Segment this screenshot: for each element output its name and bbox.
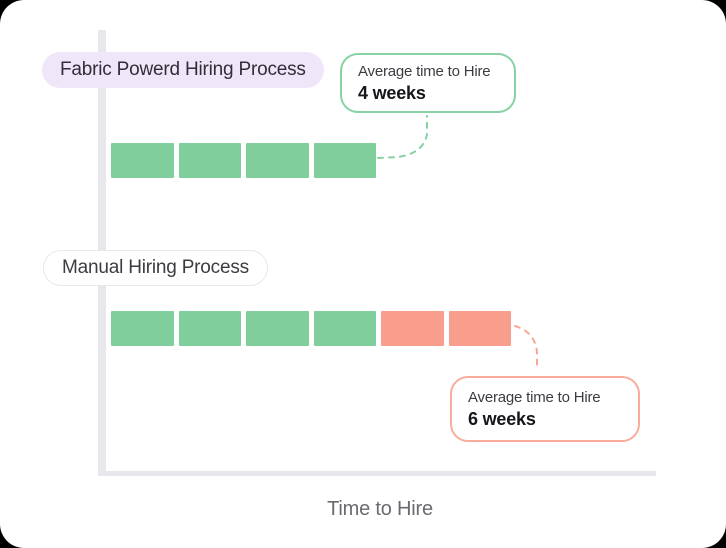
- manual-process-label: Manual Hiring Process: [62, 257, 249, 278]
- x-axis-line: [98, 471, 656, 476]
- fabric-process-label: Fabric Powerd Hiring Process: [60, 59, 306, 80]
- callout-6-weeks-value: 6 weeks: [468, 409, 536, 429]
- week-block-green: [313, 143, 376, 178]
- callout-6-weeks: Average time to Hire 6 weeks: [450, 376, 640, 442]
- week-block-green: [178, 311, 241, 346]
- x-axis-label: Time to Hire: [327, 498, 433, 520]
- callout-4-weeks: Average time to Hire 4 weeks: [340, 53, 516, 113]
- dashed-connector-salmon-icon: [514, 325, 538, 371]
- callout-6-weeks-title: Average time to Hire: [468, 389, 601, 406]
- week-block-salmon: [381, 311, 444, 346]
- fabric-bars-row: [111, 143, 376, 178]
- week-block-green: [246, 311, 309, 346]
- week-block-green: [111, 143, 174, 178]
- week-block-salmon: [448, 311, 511, 346]
- week-block-green: [111, 311, 174, 346]
- fabric-process-badge: Fabric Powerd Hiring Process: [42, 52, 324, 88]
- dashed-connector-green-icon: [377, 115, 428, 159]
- week-block-green: [178, 143, 241, 178]
- callout-4-weeks-value: 4 weeks: [358, 83, 426, 103]
- week-block-green: [246, 143, 309, 178]
- callout-4-weeks-title: Average time to Hire: [358, 63, 491, 80]
- manual-bars-row: [111, 311, 511, 346]
- week-block-green: [313, 311, 376, 346]
- manual-process-badge: Manual Hiring Process: [43, 250, 268, 286]
